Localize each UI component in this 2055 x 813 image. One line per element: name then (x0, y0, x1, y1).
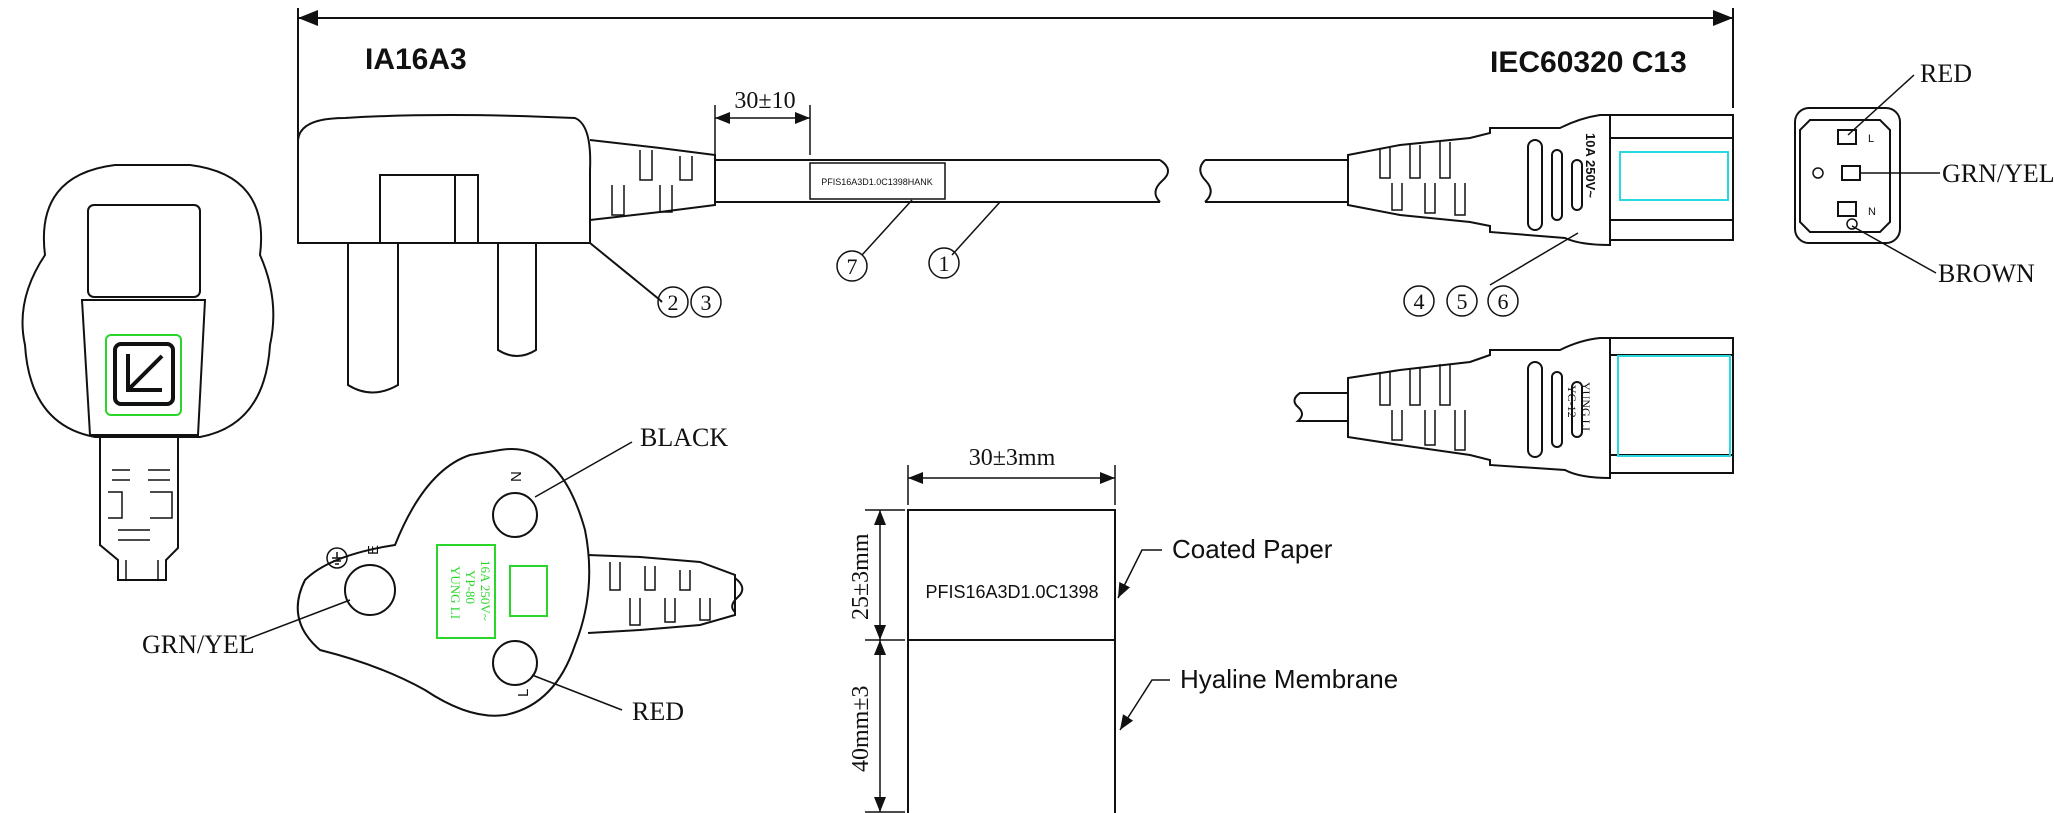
plug-standard-title: IA16A3 (365, 43, 467, 76)
plug-neutral-letter: N (508, 471, 525, 482)
label-lower-material: Hyaline Membrane (1180, 664, 1398, 694)
label-print-text: PFIS16A3D1.0C1398 (925, 582, 1098, 602)
svg-text:3: 3 (701, 290, 712, 315)
plug-rating-text: 16A 250V~ (478, 560, 493, 621)
connector-neutral-letter: N (1868, 206, 1876, 218)
callout-4: 4 (1403, 285, 1435, 317)
connector-model-text: YC-12 (1565, 385, 1579, 418)
connector-wire-live: RED (1920, 59, 1972, 88)
label-upper-height-dim: 25±3mm (848, 533, 874, 620)
svg-text:4: 4 (1414, 289, 1425, 314)
plug-face-view: N E L YUNG LI YP-80 16A 250V~ BLACK GRN/… (142, 423, 744, 726)
connector-side-view: 10A 250V~ (1347, 114, 1734, 247)
callout-leaders (861, 199, 1579, 286)
plug-wire-live: RED (632, 697, 684, 726)
callout-7: 7 (836, 250, 868, 282)
cable: PFIS16A3D1.0C1398HANK (715, 159, 1348, 203)
label-width-dim: 30±3mm (969, 445, 1056, 471)
connector-bottom-view: YUNG LI YC-12 (1293, 337, 1734, 480)
plug-earth-letter: E (365, 545, 382, 555)
callout-6: 6 (1487, 285, 1519, 317)
cable-print-text: PFIS16A3D1.0C1398HANK (821, 177, 933, 187)
callout-3: 3 (690, 286, 722, 318)
svg-text:7: 7 (847, 254, 858, 279)
callout-2: 2 (657, 286, 689, 318)
plug-side-view (297, 114, 716, 394)
connector-front-view: L N RED GRN/YEL BROWN (1794, 59, 2055, 288)
overall-length-dimension (297, 8, 1734, 140)
connector-standard-title: IEC60320 C13 (1490, 46, 1687, 79)
svg-text:5: 5 (1457, 289, 1468, 314)
connector-rating-text: 10A 250V~ (1583, 133, 1598, 198)
label-lower-height-dim: 40mm±3 (848, 685, 874, 772)
plug-front-view (21, 164, 275, 581)
label-detail: PFIS16A3D1.0C1398 30±3mm 25±3mm 40mm±3 C… (848, 445, 1398, 813)
svg-text:1: 1 (939, 251, 950, 276)
label-upper-material: Coated Paper (1172, 534, 1333, 564)
svg-text:2: 2 (668, 290, 679, 315)
connector-wire-earth: GRN/YEL (1942, 159, 2055, 188)
connector-live-letter: L (1868, 133, 1874, 145)
plug-model-text: YP-80 (463, 570, 478, 604)
plug-live-letter: L (515, 689, 532, 697)
callout-1: 1 (928, 247, 960, 279)
connector-wire-neutral: BROWN (1938, 259, 2035, 288)
svg-text:6: 6 (1498, 289, 1509, 314)
connector-brand-text: YUNG LI (1579, 382, 1593, 431)
cable-label-dim-text: 30±10 (734, 88, 795, 114)
cable-label-dimension: 30±10 (714, 88, 811, 155)
callout-5: 5 (1446, 285, 1478, 317)
plug-wire-neutral: BLACK (640, 423, 728, 452)
plug-wire-earth: GRN/YEL (142, 630, 255, 659)
plug-brand-text: YUNG LI (448, 566, 463, 619)
